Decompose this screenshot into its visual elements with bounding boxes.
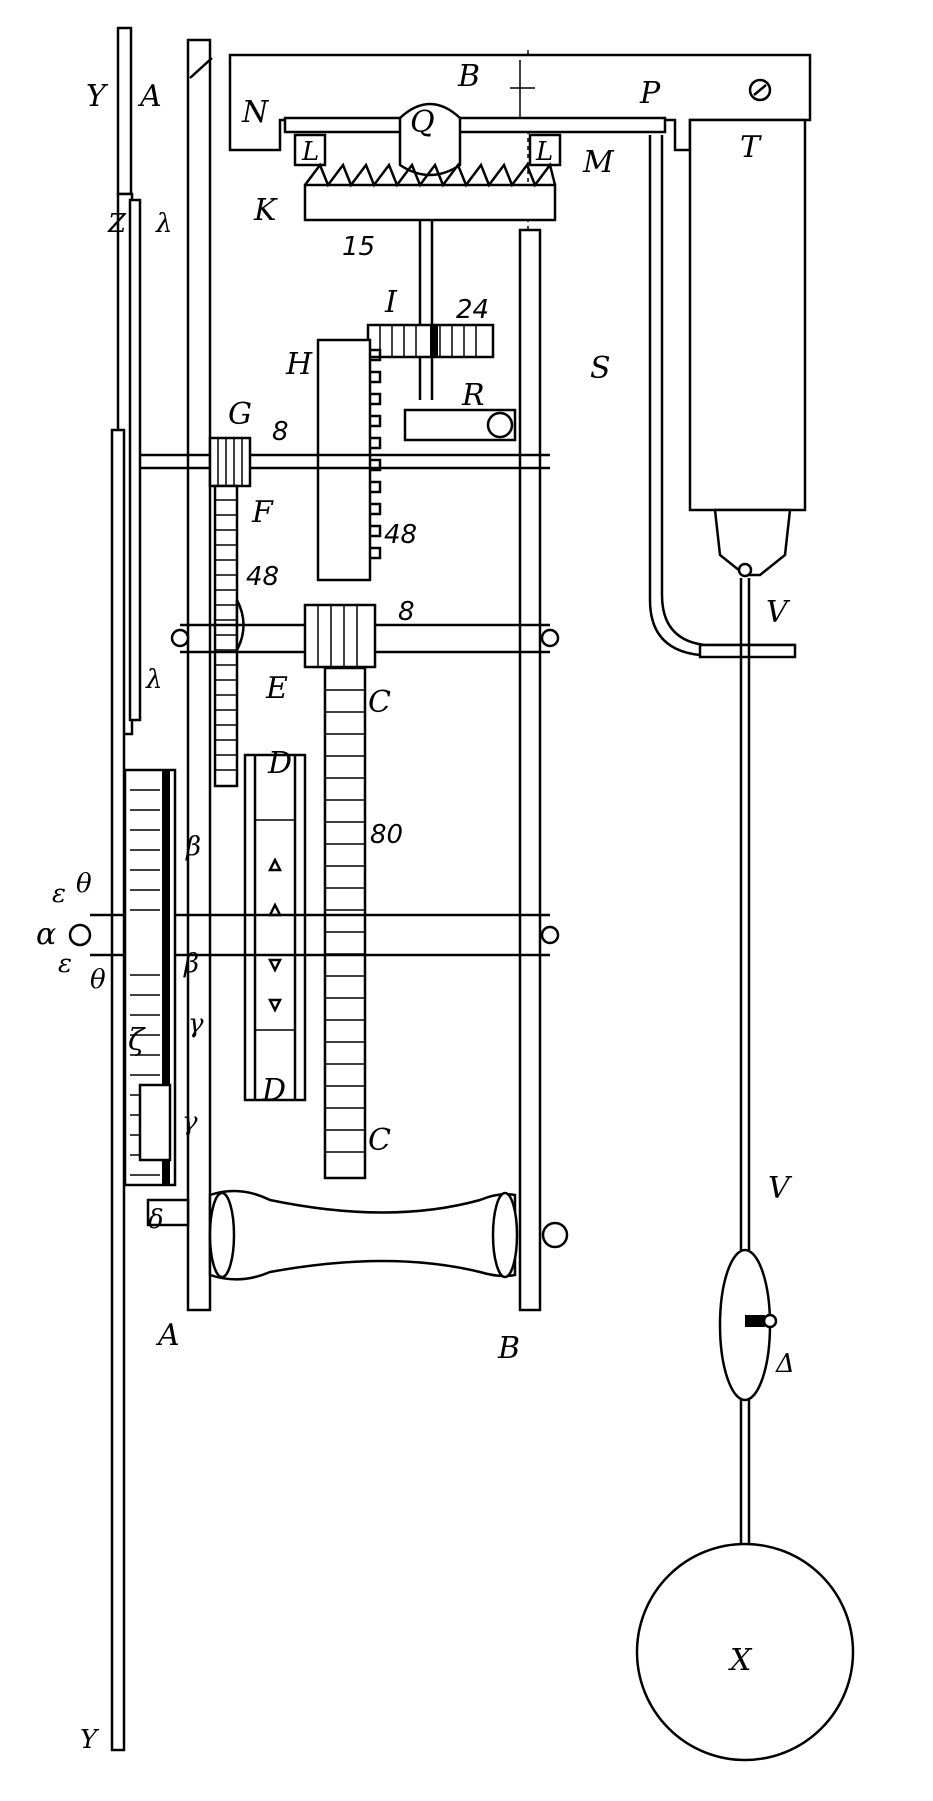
pallet-right bbox=[528, 133, 562, 167]
label-count-e: 8 bbox=[398, 597, 415, 627]
label-beta-bottom: β bbox=[183, 949, 199, 979]
label-theta-top: θ bbox=[76, 869, 92, 899]
label-r: R bbox=[461, 378, 485, 413]
crutch-fork bbox=[698, 643, 797, 659]
label-l-right: L bbox=[535, 137, 553, 167]
label-count-h: 48 bbox=[384, 520, 417, 550]
label-a-top: A bbox=[137, 79, 162, 114]
label-v-top: V bbox=[766, 595, 791, 630]
frame-plate-b bbox=[518, 50, 542, 1312]
label-e: E bbox=[265, 671, 288, 706]
label-y-bottom: Y bbox=[80, 1725, 100, 1755]
label-c-bottom: C bbox=[368, 1123, 391, 1158]
label-q: Q bbox=[410, 105, 435, 140]
label-d-bottom: D bbox=[261, 1073, 286, 1108]
label-count-g: 8 bbox=[272, 417, 289, 447]
label-alpha: α bbox=[36, 917, 56, 952]
drum-d bbox=[243, 753, 307, 1102]
wheel-f bbox=[213, 484, 245, 788]
label-b-top: B bbox=[457, 59, 480, 94]
pendulum-bob bbox=[635, 1542, 855, 1762]
label-beta-top: β bbox=[185, 832, 201, 862]
label-k: K bbox=[253, 193, 278, 228]
label-l-left: L bbox=[301, 137, 319, 167]
label-zeta: ζ bbox=[128, 1023, 146, 1058]
label-g: G bbox=[228, 397, 252, 432]
bracket-r bbox=[403, 408, 517, 442]
label-epsilon-top: ε bbox=[52, 879, 66, 909]
frame-plate-a bbox=[186, 38, 213, 1312]
pinion-i bbox=[366, 323, 495, 359]
label-p: P bbox=[639, 76, 661, 111]
label-count-k: 15 bbox=[342, 232, 375, 262]
crutch bbox=[648, 135, 795, 657]
screw-icon bbox=[748, 78, 772, 102]
pinion-g bbox=[208, 436, 252, 488]
wheel-h bbox=[316, 338, 382, 582]
top-bracket bbox=[228, 53, 812, 152]
label-delta-capital: Δ bbox=[775, 1349, 795, 1379]
label-gamma-bottom: γ bbox=[182, 1107, 198, 1137]
pendulum-cock-t bbox=[688, 118, 807, 578]
pivot-q bbox=[398, 102, 462, 177]
label-n: N bbox=[241, 95, 270, 130]
label-s: S bbox=[590, 351, 611, 386]
label-d-top: D bbox=[267, 746, 292, 781]
pallet-left bbox=[293, 133, 327, 167]
bracket-r-knob bbox=[486, 411, 514, 439]
label-delta: δ bbox=[148, 1205, 164, 1235]
label-gamma-top: γ bbox=[188, 1009, 204, 1039]
label-b-bottom: B bbox=[497, 1331, 520, 1366]
label-a-bottom: A bbox=[155, 1318, 180, 1353]
label-z: Z bbox=[107, 209, 127, 239]
label-theta-bottom: θ bbox=[90, 965, 106, 995]
label-count-i: 24 bbox=[456, 295, 489, 325]
pendulum bbox=[635, 578, 855, 1762]
lambda-strip bbox=[128, 198, 142, 722]
label-f: F bbox=[251, 495, 274, 530]
label-v-mid: V bbox=[768, 1171, 793, 1206]
label-lambda-top: λ bbox=[155, 209, 172, 239]
label-i: I bbox=[384, 285, 398, 320]
label-count-c: 80 bbox=[370, 820, 403, 850]
pillar bbox=[208, 1189, 569, 1281]
pinion-e bbox=[303, 603, 377, 669]
label-h: H bbox=[285, 347, 313, 382]
label-m: M bbox=[582, 145, 615, 180]
arbor-g bbox=[140, 436, 550, 488]
label-count-f: 48 bbox=[246, 562, 279, 592]
delta-block bbox=[146, 1198, 190, 1227]
label-c-top: C bbox=[368, 685, 391, 720]
crown-wheel-k bbox=[303, 162, 557, 400]
label-lambda-mid: λ bbox=[145, 665, 162, 695]
labels: Y A B N Q P T L L M K Z λ 15 I 24 H S R … bbox=[36, 59, 795, 1755]
dial-works bbox=[123, 768, 190, 1227]
label-y-top: Y bbox=[86, 79, 109, 114]
label-t: T bbox=[740, 130, 762, 165]
label-epsilon-bottom: ε bbox=[58, 949, 72, 979]
escapement-bar bbox=[283, 102, 667, 177]
wheel-c bbox=[323, 666, 367, 1180]
label-x: X bbox=[728, 1643, 753, 1678]
